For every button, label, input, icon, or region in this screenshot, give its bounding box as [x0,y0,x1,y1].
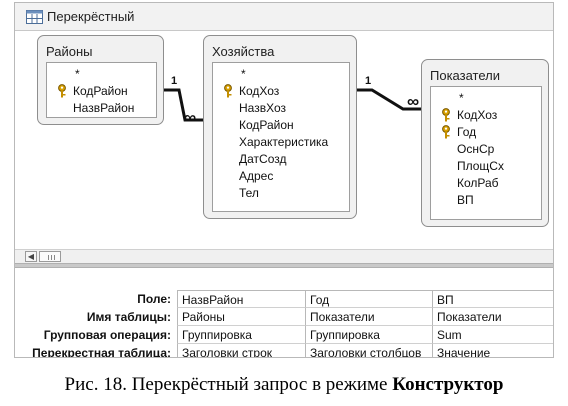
grid-cell[interactable]: ВП [433,290,553,308]
relationship-one-label: 1 [365,75,372,87]
figure-caption: Рис. 18. Перекрёстный запрос в режиме Ко… [0,374,568,396]
table-title: Показатели [430,68,500,83]
field-label: ВП [457,193,474,207]
key-icon [442,125,450,139]
table-hozyaystva[interactable]: Хозяйства * КодХоз НазвХоз КодРайон Хара… [203,35,357,219]
field-label: * [459,91,464,105]
row-label-total: Групповая операция: [43,328,171,342]
field-item[interactable]: КодРайон [213,116,349,134]
query-icon [26,10,43,24]
relationship-one-label: 1 [171,75,178,87]
grid-cell[interactable]: Год [306,290,433,308]
field-label: КолРаб [457,176,499,190]
query-window: Перекрёстный 1 ∞ 1 ∞ Районы * КодРайон Н… [14,2,554,358]
field-label: Тел [239,186,259,200]
field-item[interactable]: КодХоз [431,106,541,124]
grid-cell[interactable]: Показатели [306,308,433,326]
table-rayony[interactable]: Районы * КодРайон НазвРайон [37,35,164,125]
field-item[interactable]: * [213,65,349,83]
relationship-many-label: ∞ [407,92,420,111]
field-item[interactable]: ВП [431,191,541,209]
table-pokazateli[interactable]: Показатели * КодХоз Год ОснСр ПлощСх Кол… [421,59,549,227]
field-label: КодРайон [239,118,294,132]
window-title: Перекрёстный [47,9,135,24]
field-list[interactable]: * КодХоз НазвХоз КодРайон Характеристика… [212,62,350,212]
field-label: ДатСозд [239,152,287,166]
field-item[interactable]: НазвРайон [47,99,156,117]
scroll-thumb[interactable] [39,251,61,262]
grid-cell[interactable]: Группировка [306,326,433,344]
row-label-table: Имя таблицы: [86,310,171,324]
field-label: Характеристика [239,135,329,149]
field-label: * [75,67,80,81]
field-label: КодХоз [457,108,498,122]
grid-cell[interactable]: Sum [433,326,553,344]
field-item[interactable]: КолРаб [431,174,541,192]
field-item[interactable]: КодХоз [213,82,349,100]
key-icon [224,84,232,98]
field-item[interactable]: ДатСозд [213,150,349,168]
field-item[interactable]: Год [431,123,541,141]
grid-cell[interactable]: Группировка [177,326,306,344]
field-item[interactable]: * [47,65,156,83]
grid-cell[interactable]: Заголовки строк [177,344,306,357]
field-label: Адрес [239,169,274,183]
key-icon [58,84,66,98]
caption-bold-text: Конструктор [392,374,504,395]
grid-cell[interactable]: НазвРайон [177,290,306,308]
key-icon [442,108,450,122]
row-label-crosstab: Перекрестная таблица: [32,346,171,358]
field-list[interactable]: * КодХоз Год ОснСр ПлощСх КолРаб ВП [430,86,542,220]
grid-cell[interactable]: Показатели [433,308,553,326]
field-item[interactable]: КодРайон [47,82,156,100]
field-item[interactable]: НазвХоз [213,99,349,117]
table-title: Хозяйства [212,44,275,59]
table-title: Районы [46,44,93,59]
field-label: ОснСр [457,142,495,156]
field-label: КодХоз [239,84,280,98]
relationship-many-label: ∞ [184,108,197,127]
field-label: ПлощСх [457,159,504,173]
field-item[interactable]: Адрес [213,167,349,185]
field-item[interactable]: Характеристика [213,133,349,151]
field-item[interactable]: * [431,89,541,107]
field-label: НазвХоз [239,101,286,115]
window-titlebar[interactable]: Перекрёстный [15,3,553,31]
grid-cell[interactable]: Заголовки столбцов [306,344,433,357]
grid-cell[interactable]: Районы [177,308,306,326]
field-item[interactable]: ОснСр [431,140,541,158]
field-label: КодРайон [73,84,128,98]
arrow-left-icon[interactable]: ◀ [25,251,37,262]
pane-splitter[interactable] [15,263,553,268]
field-item[interactable]: ПлощСх [431,157,541,175]
field-label: Год [457,125,477,139]
field-item[interactable]: Тел [213,184,349,202]
field-label: НазвРайон [73,101,135,115]
field-label: * [241,67,246,81]
grid-cell[interactable]: Значение [433,344,553,357]
query-design-grid: Поле: Имя таблицы: Групповая операция: П… [15,268,553,358]
field-list[interactable]: * КодРайон НазвРайон [46,62,157,118]
row-label-field: Поле: [137,292,171,306]
horizontal-scrollbar[interactable]: ◀ [15,249,553,263]
caption-text: Рис. 18. Перекрёстный запрос в режиме [64,374,393,395]
design-area[interactable]: 1 ∞ 1 ∞ Районы * КодРайон НазвРайон Хозя… [15,31,553,249]
